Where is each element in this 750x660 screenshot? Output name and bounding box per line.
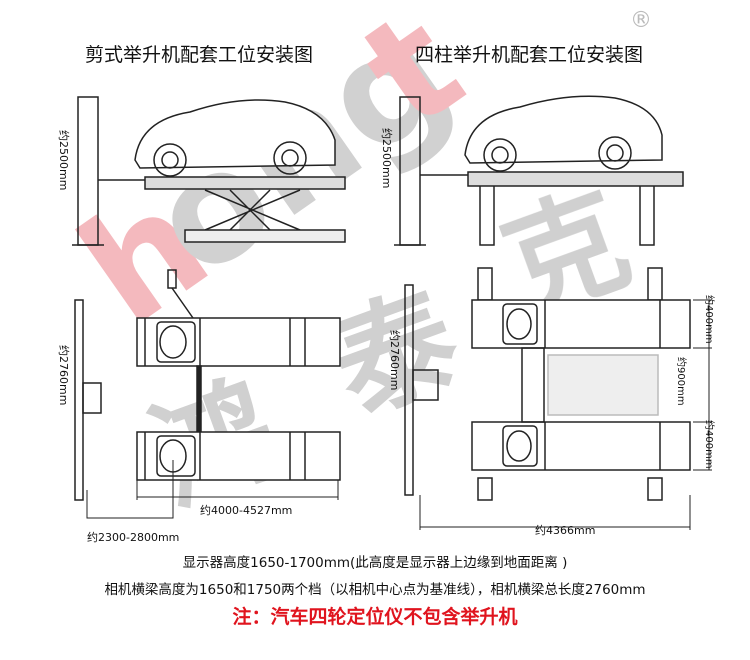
scissor-lift-top-view [74, 269, 341, 519]
four-post-lift-side-view [394, 95, 684, 246]
scissor-offset-label: 约2300-2800mm [87, 531, 180, 544]
monitor-height-note: 显示器高度1650-1700mm(此高度是显示器上边缘到地面距离 ) [182, 555, 568, 571]
scissor-beam-label: 约2760mm [57, 345, 70, 406]
scissor-lift-side-view [72, 96, 346, 246]
four-post-height-label: 约2500mm [380, 128, 393, 189]
gap-bottom-label: 约400mm [703, 420, 714, 469]
four-post-lift-top-view [404, 267, 712, 530]
gap-middle-label: 约900mm [675, 357, 686, 406]
scissor-length-label: 约4000-4527mm [200, 504, 293, 517]
gap-top-label: 约400mm [703, 295, 714, 344]
four-post-length-label: 约4366mm [535, 524, 596, 537]
camera-beam-note: 相机横梁高度为1650和1750两个档（以相机中心点为基准线），相机横梁总长度2… [104, 582, 646, 598]
scissor-height-label: 约2500mm [57, 130, 70, 191]
four-post-beam-label: 约2760mm [388, 330, 401, 391]
warning-note: 注：汽车四轮定位仪不包含举升机 [232, 606, 518, 628]
scissor-title: 剪式举升机配套工位安装图 [85, 44, 314, 66]
four-post-title: 四柱举升机配套工位安装图 [415, 44, 644, 66]
registered-mark: ® [630, 8, 652, 33]
